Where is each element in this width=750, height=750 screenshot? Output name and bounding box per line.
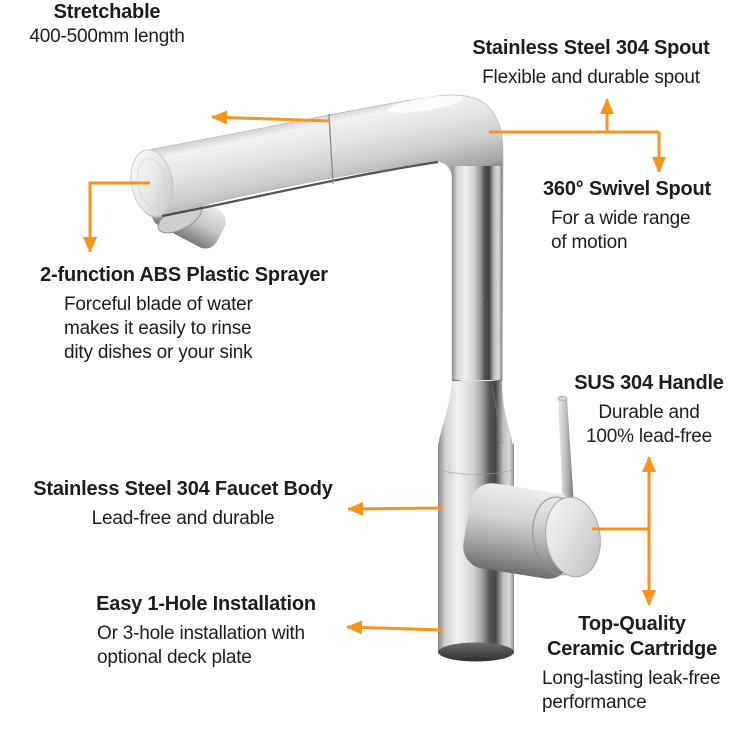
callout-body-line: Lead-free and durable — [91, 508, 275, 529]
callout-installation-line: optional deck plate — [97, 647, 252, 668]
faucet-base — [438, 642, 514, 662]
callout-swivel-line: of motion — [551, 232, 628, 253]
faucet-body-seam — [437, 469, 514, 475]
faucet-arm-seam — [328, 113, 334, 185]
callout-installation-line: Or 3-hole installation with — [97, 623, 305, 644]
faucet-arm-highlight — [387, 95, 463, 113]
callout-swivel-line: For a wide range — [551, 208, 691, 229]
callout-swivel: 360° Swivel Spout For a wide range of mo… — [529, 177, 725, 255]
callout-sprayer-line: dity dishes or your sink — [64, 342, 253, 363]
faucet-lever-cap — [557, 396, 568, 401]
faucet-cartridge-face — [545, 496, 601, 578]
callout-cartridge: Top-Quality Ceramic Cartridge Long-lasti… — [538, 612, 726, 715]
callout-spout-title: Stainless Steel 304 Spout — [472, 37, 710, 59]
callout-sprayer-line: Forceful blade of water — [64, 294, 253, 315]
callout-body: Stainless Steel 304 Faucet Body Lead-fre… — [15, 477, 351, 531]
callout-handle-title: SUS 304 Handle — [574, 372, 724, 394]
faucet-handle-cartridge — [463, 483, 578, 579]
callout-sprayer-line: makes it easily to rinse — [64, 318, 252, 339]
callout-cartridge-title: Ceramic Cartridge — [547, 638, 717, 660]
faucet-end-cap-ring — [137, 157, 167, 209]
callout-stretchable: Stretchable 400-500mm length — [0, 0, 214, 49]
callout-sprayer-title: 2-function ABS Plastic Sprayer — [40, 264, 328, 286]
callout-cartridge-title: Top-Quality — [578, 613, 686, 635]
callout-swivel-title: 360° Swivel Spout — [543, 178, 711, 200]
callout-installation-title: Easy 1-Hole Installation — [96, 593, 316, 615]
faucet-riser — [452, 166, 503, 380]
callout-stretchable-line: 400-500mm length — [29, 26, 185, 47]
callout-sprayer: 2-function ABS Plastic Sprayer Forceful … — [24, 263, 344, 365]
callout-installation: Easy 1-Hole Installation Or 3-hole insta… — [79, 592, 333, 670]
faucet-arm-shadow-edge — [161, 160, 439, 218]
callout-handle-line: Durable and — [598, 402, 700, 423]
arrow-body — [347, 501, 444, 516]
callout-handle: SUS 304 Handle Durable and 100% lead-fre… — [567, 371, 731, 449]
callout-spout: Stainless Steel 304 Spout Flexible and d… — [441, 36, 741, 90]
callout-stretchable-title: Stretchable — [53, 1, 161, 23]
callout-connectors — [83, 98, 666, 635]
faucet-spout-end-cap — [130, 149, 174, 217]
faucet-handle-lever — [558, 398, 574, 507]
callout-cartridge-line: performance — [542, 692, 647, 713]
callout-cartridge-line: Long-lasting leak-free — [542, 668, 721, 689]
arrow-stretchable — [211, 110, 331, 125]
callout-body-title: Stainless Steel 304 Faucet Body — [33, 478, 333, 500]
callout-handle-line: 100% lead-free — [585, 426, 713, 447]
arrow-sprayer — [83, 181, 150, 253]
callout-spout-line: Flexible and durable spout — [482, 67, 700, 88]
arrow-installation — [346, 620, 444, 635]
faucet-illustration — [130, 94, 601, 662]
